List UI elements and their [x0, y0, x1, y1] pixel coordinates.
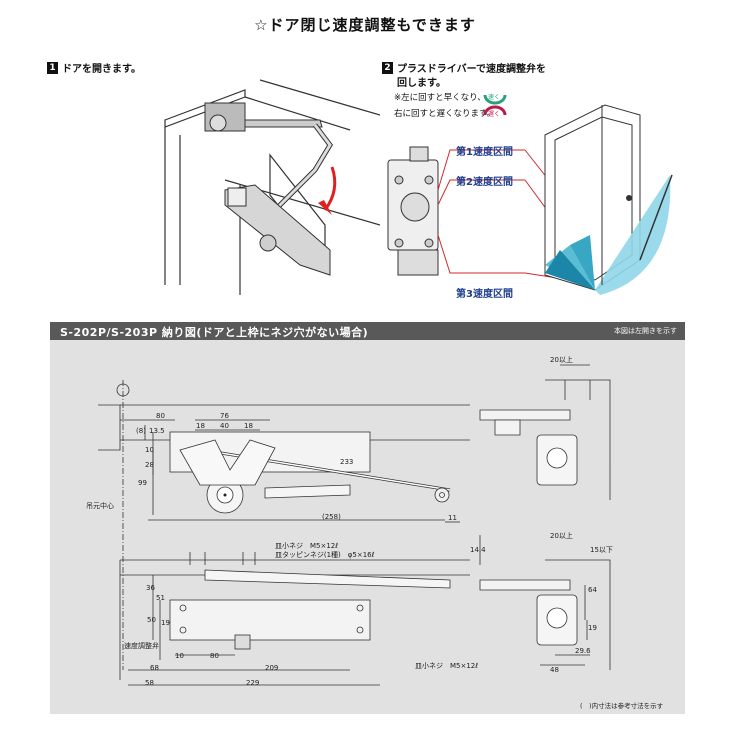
door-perspective	[544, 104, 673, 295]
dim-36: 36	[146, 584, 155, 592]
closer-body	[204, 102, 334, 276]
dim-11: 11	[448, 514, 457, 522]
dim-10: 10	[145, 446, 154, 454]
dim-258: (258)	[322, 513, 341, 521]
step2-heading: 2 プラスドライバーで速度調整弁を	[382, 57, 546, 76]
slow-arrow-icon	[483, 105, 507, 116]
dim-64: 64	[588, 586, 597, 594]
dim-29-6: 29.6	[575, 647, 591, 655]
dim-233: 233	[340, 458, 353, 466]
dim-18b: 18	[244, 422, 253, 430]
close-direction-arrow	[323, 166, 337, 211]
dim-40: 40	[220, 422, 229, 430]
step1-heading: 1 ドアを開きます。	[47, 57, 141, 76]
speed-zone-1: 第1速度区間	[456, 147, 513, 158]
step2-text-line1: プラスドライバーで速度調整弁を	[397, 64, 546, 75]
screw-top-label: 皿小ネジ M5×12ℓ	[275, 541, 338, 550]
installation-drawing: 80 76 18 40 18 (8) 13.5 10 28 99 233 (25…	[50, 340, 685, 714]
dim-80: 80	[156, 412, 165, 420]
arrow-head	[318, 200, 332, 215]
fast-label: 速く	[488, 94, 501, 101]
dim-8: (8)	[136, 427, 146, 435]
dim-99: 99	[138, 479, 147, 487]
dim-50: 50	[147, 616, 156, 624]
max-15-label: 15以下	[590, 546, 613, 554]
dim-19b: 19	[588, 624, 597, 632]
min-20-label-a: 20以上	[550, 355, 573, 364]
dim-76: 76	[220, 412, 229, 420]
step1-text: ドアを開きます。	[62, 64, 141, 75]
dim-229: 229	[246, 679, 259, 687]
tapping-screw-label: 皿タッピンネジ(1種) φ5×16ℓ	[275, 550, 375, 559]
dim-19a: 19	[161, 619, 170, 627]
dim-14-4: 14.4	[470, 546, 486, 554]
dim-28: 28	[145, 461, 154, 469]
dim-48: 48	[550, 666, 559, 674]
dim-80b: 80	[210, 652, 219, 660]
speed-zone-2: 第2速度区間	[456, 177, 513, 188]
dim-209: 209	[265, 664, 278, 672]
step2-text-line2: 回します。	[397, 78, 446, 89]
drawing-header: S-202P/S-203P 納り図(ドアと上枠にネジ穴がない場合) 本図は左開き…	[50, 322, 685, 340]
fast-arrow-icon	[483, 94, 507, 105]
speed-arrows	[483, 94, 507, 116]
dim-13-5: 13.5	[149, 427, 165, 435]
speed-zone-3: 第3速度区間	[456, 289, 513, 300]
dim-58: 58	[145, 679, 154, 687]
step1-number: 1	[47, 61, 58, 74]
slow-label: 遅く	[488, 111, 501, 118]
pivot-center-label: 吊元中心	[86, 501, 114, 510]
dim-18a: 18	[196, 422, 205, 430]
dim-10b: 10	[175, 652, 184, 660]
min-20-label-b: 20以上	[550, 531, 573, 540]
speed-zone-illustration	[387, 104, 673, 295]
drawing-orientation-note: 本図は左開きを示す	[614, 327, 677, 335]
door-open-illustration	[164, 79, 380, 295]
page-title: ☆ドア閉じ速度調整もできます	[254, 16, 476, 34]
speed-valve-label: 速度調整弁	[124, 641, 159, 650]
drawing-title: S-202P/S-203P 納り図(ドアと上枠にネジ穴がない場合)	[60, 326, 369, 339]
screw-bottom-label: 皿小ネジ M5×12ℓ	[415, 661, 478, 670]
drawing-footnote: ( )内寸法は参考寸法を示す	[580, 702, 664, 710]
dim-68: 68	[150, 664, 159, 672]
drawing-svg: 80 76 18 40 18 (8) 13.5 10 28 99 233 (25…	[86, 355, 613, 687]
step2-number: 2	[382, 61, 393, 74]
step2-note-line2: 右に回すと遅くなります。	[394, 109, 496, 119]
step2-note-line1: ※左に回すと早くなり、	[394, 93, 486, 103]
closer-side-view	[387, 146, 439, 276]
dim-51: 51	[156, 594, 165, 602]
